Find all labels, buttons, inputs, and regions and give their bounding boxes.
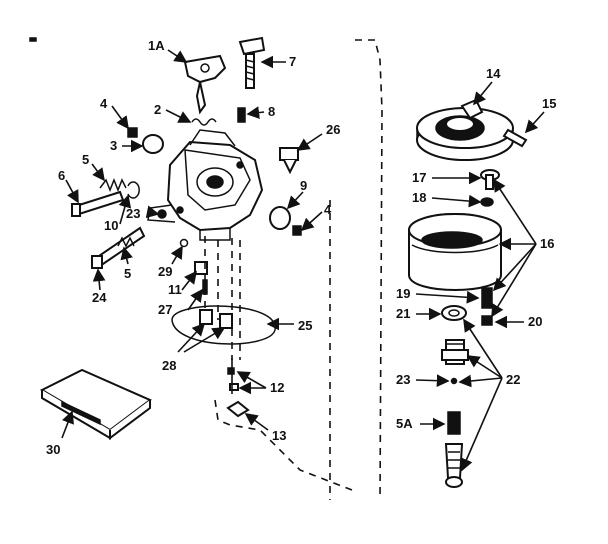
callout-30: 30 <box>46 442 60 457</box>
part-21-washer <box>441 305 467 321</box>
callout-6: 6 <box>58 168 65 183</box>
callout-23-lower: 23 <box>396 372 410 387</box>
callout-3: 3 <box>110 138 117 153</box>
callout-7: 7 <box>289 54 296 69</box>
callout-21: 21 <box>396 306 410 321</box>
leader-lines <box>61 49 545 472</box>
part-13-pin <box>226 400 250 418</box>
callout-25: 25 <box>298 318 312 333</box>
callout-14: 14 <box>486 66 501 81</box>
callout-4-upper: 4 <box>100 96 108 111</box>
part-16-float-bowl <box>408 213 502 291</box>
callout-8: 8 <box>268 104 275 119</box>
part-24-idle-needle <box>91 226 146 269</box>
callout-4-lower: 4 <box>324 202 332 217</box>
part-28-float-pins <box>199 309 233 329</box>
callout-labels: 1A 7 4 2 8 26 3 5 6 10 23 9 4 29 11 5 24… <box>46 38 556 457</box>
part-17-screw <box>480 169 500 190</box>
part-7-throttle-shaft <box>238 36 266 89</box>
callout-24: 24 <box>92 290 107 305</box>
callout-12: 12 <box>270 380 284 395</box>
part-11-plug <box>194 261 208 275</box>
callout-18: 18 <box>412 190 426 205</box>
part-14-float-bowl-cap <box>416 98 514 161</box>
part-3-disc <box>142 134 164 154</box>
part-5-spring-upper <box>99 177 127 193</box>
dashed-envelope <box>214 39 383 501</box>
callout-13: 13 <box>272 428 286 443</box>
callout-19: 19 <box>396 286 410 301</box>
callout-9: 9 <box>300 178 307 193</box>
part-29-ball <box>179 238 189 248</box>
part-9-disc <box>269 206 291 230</box>
part-20-clip <box>481 315 493 326</box>
callout-11: 11 <box>168 282 182 297</box>
callout-5a: 5A <box>396 416 413 431</box>
callout-26: 26 <box>326 122 340 137</box>
part-1a-choke-lever <box>183 54 227 115</box>
callout-28: 28 <box>162 358 176 373</box>
callout-17: 17 <box>412 170 426 185</box>
callout-1a: 1A <box>148 38 165 53</box>
part-30-gasket-pack <box>39 368 152 440</box>
part-4-nut-upper <box>127 127 138 138</box>
callout-15: 15 <box>542 96 556 111</box>
callout-20: 20 <box>528 314 542 329</box>
part-19-spring <box>481 287 493 309</box>
callout-22: 22 <box>506 372 520 387</box>
carburetor-body <box>147 129 264 241</box>
callout-2: 2 <box>154 102 161 117</box>
part-22-needle <box>444 443 464 488</box>
callout-5-upper: 5 <box>82 152 89 167</box>
part-12-small-parts <box>227 367 239 391</box>
corner-mark <box>29 37 37 42</box>
part-10-ring <box>127 181 140 199</box>
dashed-guides-body <box>204 236 241 360</box>
part-5a-spring <box>447 411 461 435</box>
callout-23-upper: 23 <box>126 206 140 221</box>
callout-27: 27 <box>158 302 172 317</box>
part-2-spring <box>191 118 217 126</box>
part-23-ball-lower <box>450 377 458 385</box>
part-6-screw <box>71 190 125 217</box>
part-22-main-nozzle <box>441 339 469 365</box>
part-4-nut-lower <box>292 225 302 236</box>
callout-5-lower: 5 <box>124 266 131 281</box>
callout-10: 10 <box>104 218 118 233</box>
part-15-pin <box>502 128 528 148</box>
callout-16: 16 <box>540 236 554 251</box>
part-26-fitting <box>279 147 299 175</box>
callout-29: 29 <box>158 264 172 279</box>
part-18-washer <box>480 197 494 207</box>
part-23-ball-upper <box>157 209 167 219</box>
part-8-pin <box>237 107 246 123</box>
